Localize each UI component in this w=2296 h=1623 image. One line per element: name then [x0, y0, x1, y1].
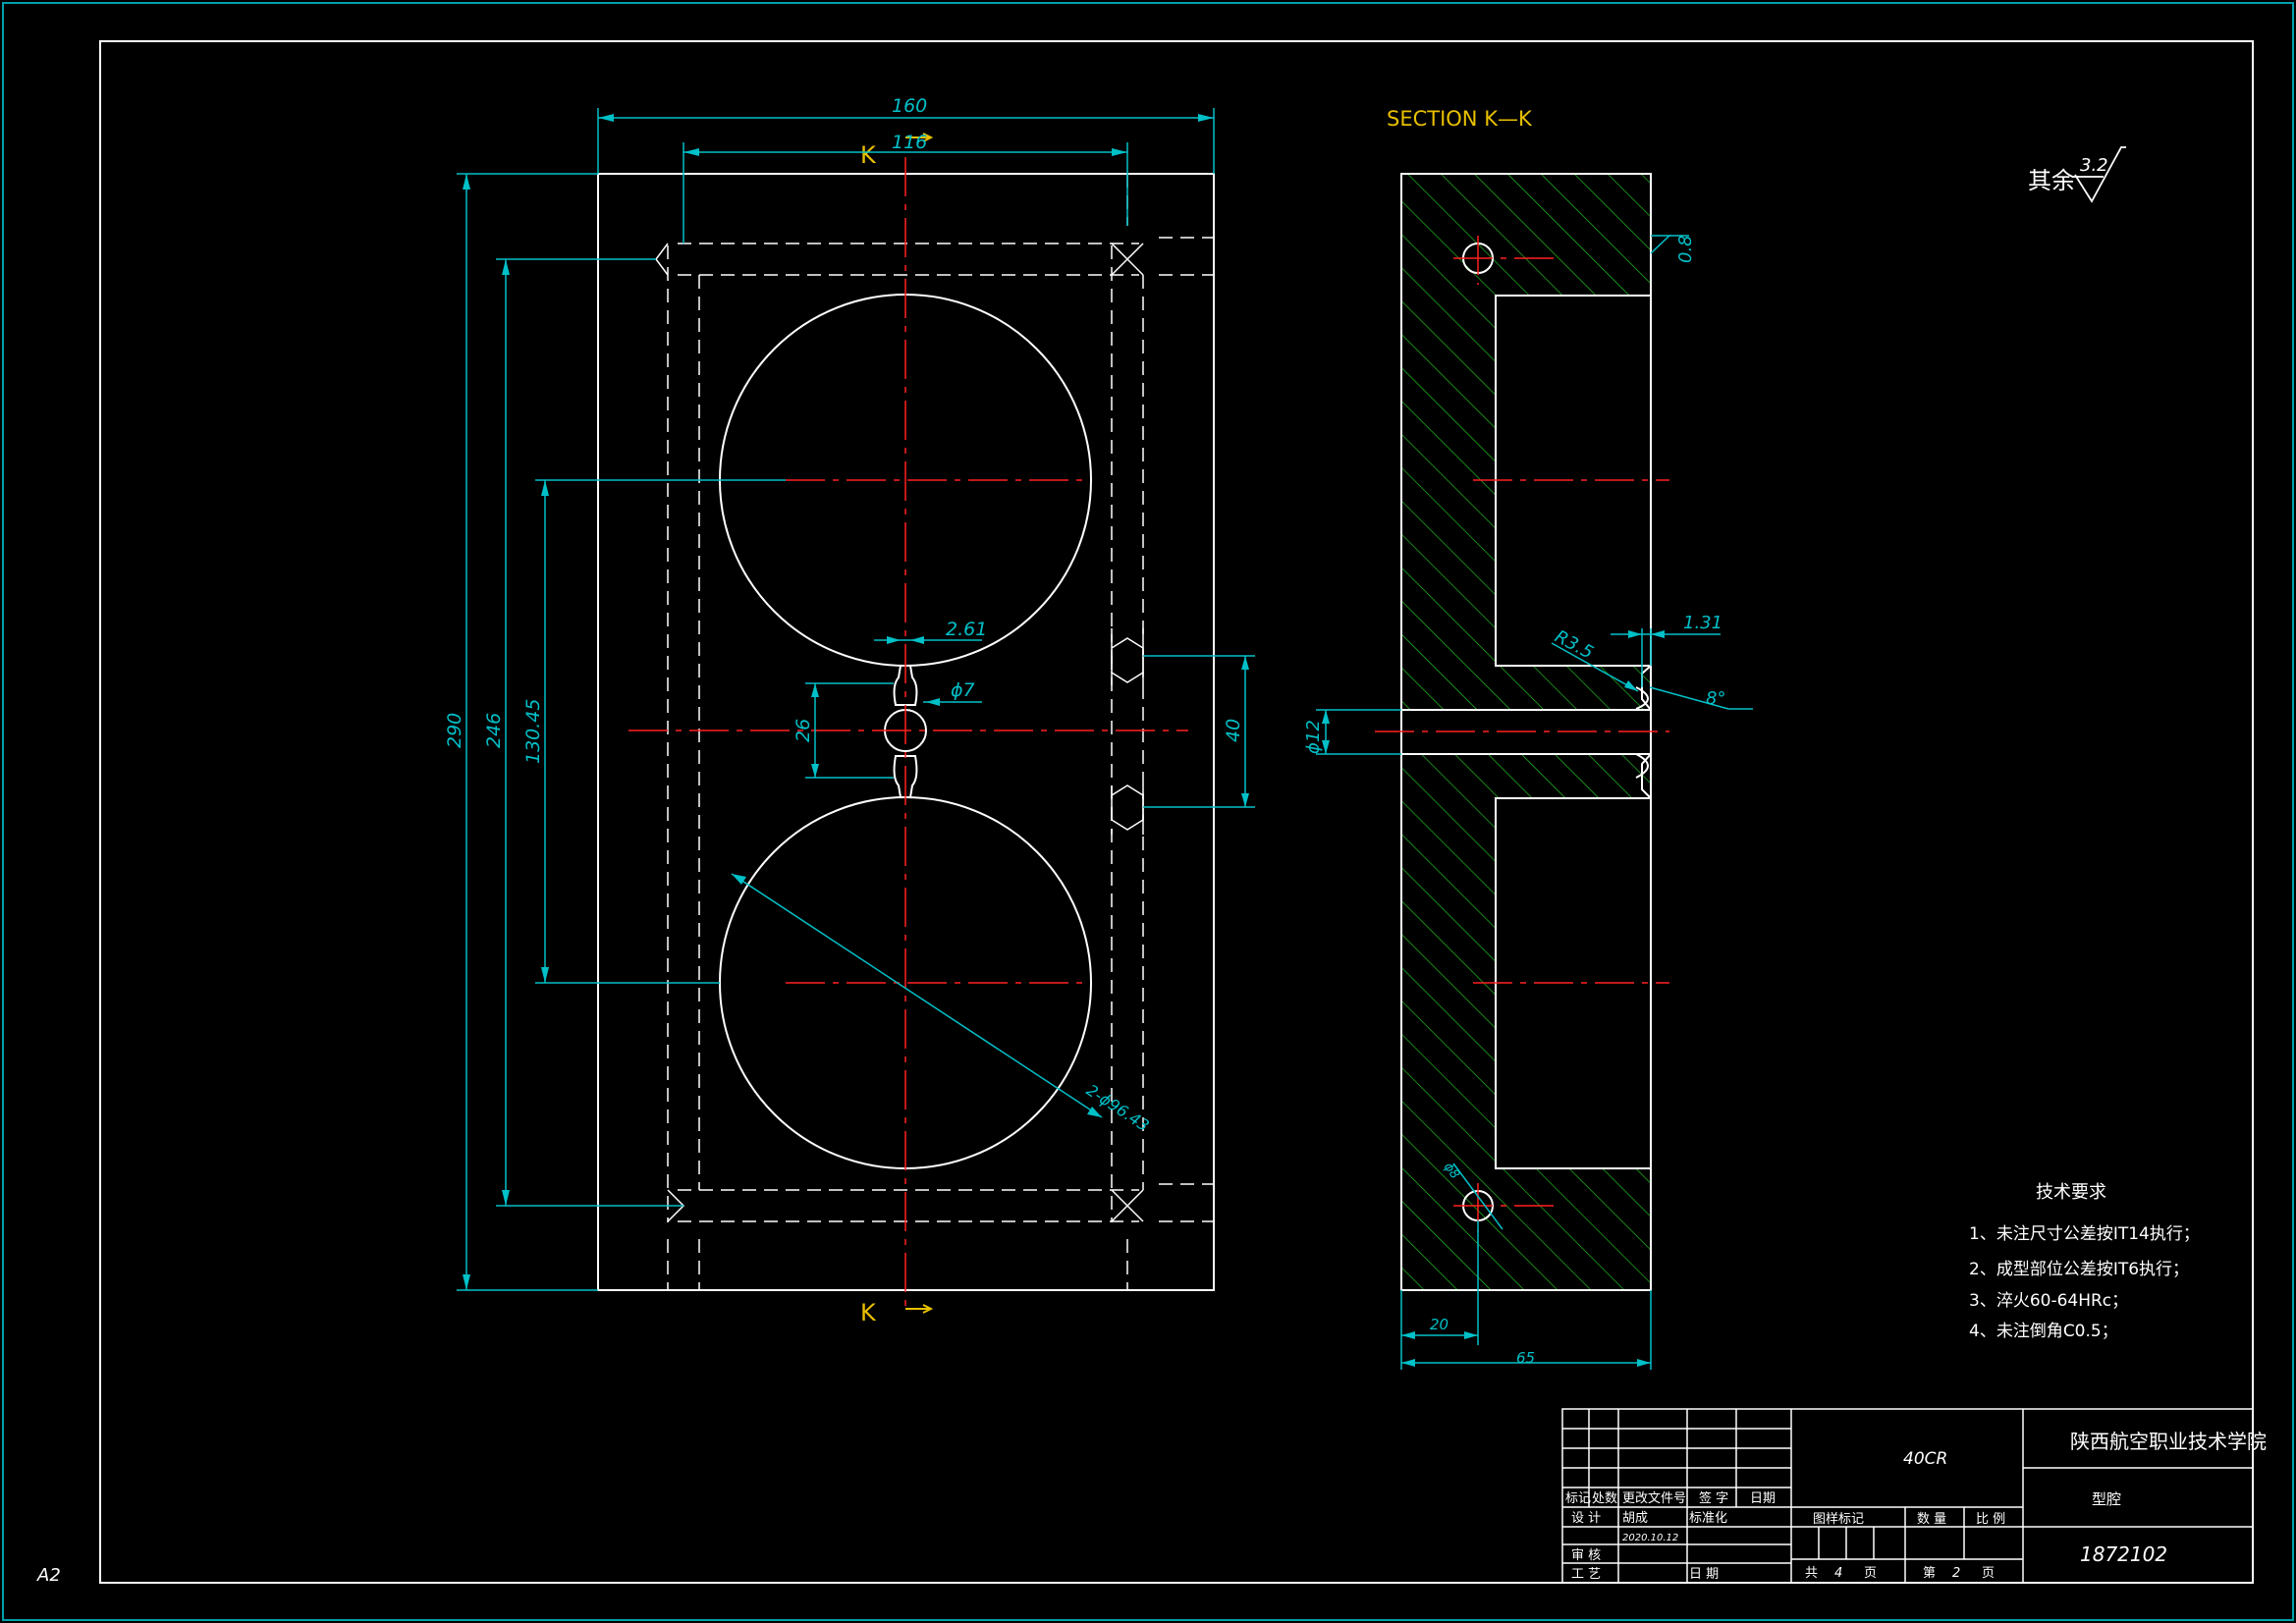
tech-requirements-title: 技术要求 [2036, 1182, 2106, 1203]
tb-part-name: 型腔 [2092, 1490, 2121, 1508]
section-center-lines [1375, 236, 1669, 1232]
tb-date-label: 日 期 [1689, 1567, 1719, 1582]
section-title: SECTION K—K [1387, 107, 1533, 131]
center-lines [629, 157, 1188, 1306]
surface-finish-value: 3.2 [2080, 155, 2108, 176]
dim-width-inner: 116 [892, 132, 927, 153]
tb-standardize-label: 标准化 [1689, 1511, 1727, 1526]
section-mark-bottom: K [860, 1299, 877, 1326]
tb-header-count: 处数 [1592, 1491, 1617, 1506]
tb-sheet-no: 2 [1952, 1566, 1960, 1581]
dim-center-distance: 130.45 [522, 699, 544, 764]
tb-sheet-no-prefix: 第 [1923, 1566, 1936, 1581]
dim-height-overall: 290 [444, 713, 465, 748]
tb-material: 40CR [1903, 1449, 1947, 1469]
inner-border [99, 40, 2254, 1584]
dim-radius: R3.5 [1552, 626, 1597, 664]
surface-finish: 其余 3.2 [2028, 146, 2126, 203]
section-arrows [905, 133, 934, 1314]
tb-sheet-total-suffix: 页 [1864, 1566, 1877, 1581]
tb-stage-label: 图样标记 [1813, 1512, 1864, 1527]
tech-requirement-1: 1、未注尺寸公差按IT14执行； [1969, 1224, 2200, 1244]
tb-header-sign: 签 字 [1699, 1490, 1728, 1506]
surface-finish-icon [2072, 146, 2126, 203]
tb-school: 陕西航空职业技术学院 [2070, 1430, 2267, 1453]
tech-requirement-4: 4、未注倒角C0.5； [1969, 1322, 2118, 1341]
section-view: SECTION K—K [1303, 107, 1753, 1370]
dim-width-overall: 160 [892, 95, 927, 117]
dim-step: 1.31 [1683, 613, 1722, 633]
section-hatch [1401, 174, 1651, 1290]
title-block: 标记 处数 更改文件号 签 字 日期 设 计 胡成 2020.10.12 标准化… [1561, 1408, 2267, 1584]
tb-process-label: 工 艺 [1571, 1567, 1601, 1582]
section-mark-top: K [860, 141, 877, 169]
dim-gate-height: 26 [793, 719, 814, 742]
tb-designer: 胡成 [1622, 1511, 1648, 1526]
dim-gate-dia: ϕ7 [951, 679, 975, 701]
dim-gate-width: 2.61 [946, 619, 987, 640]
sheet-size-label: A2 [36, 1565, 61, 1586]
tb-header-change-doc: 更改文件号 [1622, 1491, 1686, 1506]
tech-requirements: 技术要求 1、未注尺寸公差按IT14执行； 2、成型部位公差按IT6执行； 3、… [1969, 1182, 2200, 1341]
tech-requirement-3: 3、淬火60-64HRc； [1969, 1291, 2128, 1311]
dim-cavity-dia: 2-ϕ96.43 [1083, 1080, 1153, 1135]
tb-header-date: 日期 [1750, 1491, 1776, 1506]
drill-points [655, 243, 1144, 1222]
dim-top-chamfer: 0.8 [1675, 235, 1696, 263]
tb-qty-label: 数 量 [1917, 1512, 1946, 1527]
section-dimension-lines [1316, 235, 1753, 1370]
tb-drawing-no: 1872102 [2080, 1542, 2167, 1566]
tb-design-label: 设 计 [1571, 1511, 1601, 1526]
tb-design-date: 2020.10.12 [1622, 1533, 1678, 1543]
main-arrowheads [463, 114, 1249, 1290]
tb-review-label: 审 核 [1571, 1548, 1601, 1563]
dim-offset: 20 [1430, 1316, 1449, 1333]
dim-channel-dia: ϕ12 [1303, 720, 1324, 754]
tb-sheet-total-prefix: 共 [1805, 1566, 1818, 1581]
tb-header-mark: 标记 [1565, 1491, 1591, 1506]
tb-scale-label: 比 例 [1976, 1512, 2005, 1527]
dim-thickness: 65 [1516, 1349, 1535, 1367]
hidden-channels [667, 174, 1214, 1290]
tech-requirement-2: 2、成型部位公差按IT6执行； [1969, 1260, 2189, 1279]
dim-pin-spacing: 40 [1223, 719, 1244, 742]
surface-finish-prefix: 其余 [2028, 167, 2075, 194]
main-view: K K [444, 95, 1255, 1326]
tb-sheet-no-suffix: 页 [1982, 1566, 1995, 1581]
section-arrowheads [1322, 630, 1665, 1367]
tb-sheet-total: 4 [1834, 1566, 1842, 1581]
dim-height-holes: 246 [483, 713, 505, 748]
dim-angle: 8° [1706, 688, 1725, 709]
